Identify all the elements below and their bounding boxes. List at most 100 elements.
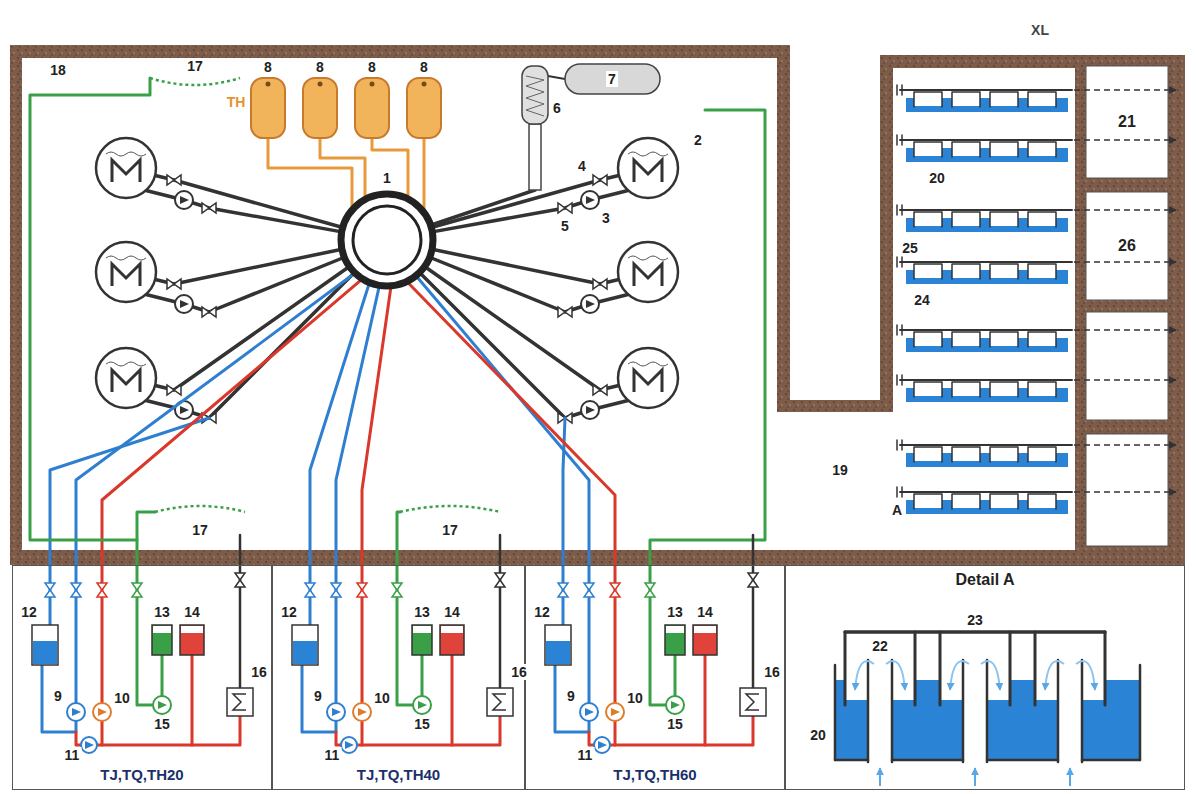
boron-tank (292, 625, 318, 665)
tray-plate (900, 139, 1072, 141)
cap-space (914, 211, 942, 226)
hatch-mark (896, 257, 898, 267)
heat-exchanger-symbol (233, 694, 246, 710)
pump-symbol (81, 737, 97, 753)
valve-symbol (132, 583, 142, 597)
cap-space (990, 211, 1018, 226)
safety-train (407, 110, 766, 753)
pump-arrow (98, 708, 107, 716)
pump-arrow (180, 300, 189, 308)
cap-space (914, 263, 942, 278)
tray-cap (952, 382, 980, 397)
flow-arrow (1045, 661, 1064, 690)
hatch-mark (901, 257, 903, 267)
tray-cap (914, 382, 942, 397)
safety-train (30, 78, 362, 753)
injection-pipe (416, 276, 589, 703)
steam-generator-water (628, 152, 668, 156)
hatch-mark (896, 135, 898, 145)
pump-arrow (180, 406, 189, 414)
tray-cap (990, 332, 1018, 347)
spray-pipe (650, 110, 765, 705)
cap-space (1028, 331, 1056, 346)
spray-tank (412, 625, 432, 655)
cap-space (952, 331, 980, 346)
injection-pipe (102, 279, 362, 703)
callout-number: 15 (665, 716, 685, 732)
valve-symbol (167, 385, 181, 395)
callout-number: 13 (412, 604, 432, 620)
side-room (1086, 434, 1168, 546)
hatch-mark (901, 205, 903, 215)
hot-leg (149, 249, 342, 284)
pump-arrow (585, 708, 594, 716)
condenser-tray (897, 440, 1176, 467)
side-room (1086, 66, 1168, 178)
callout-number: 11 (63, 747, 82, 763)
pump-symbol (413, 696, 431, 714)
tray-plate (900, 329, 1072, 331)
cap-wall (1009, 632, 1012, 705)
suction-pipe (674, 655, 677, 696)
condenser-tray (897, 487, 1176, 514)
node-label: TJ,TQ,TH20 (100, 766, 183, 783)
callout-number: 8 (314, 59, 326, 75)
pump-symbol (581, 295, 599, 313)
tank-top (413, 626, 431, 633)
pump-arrow (418, 701, 427, 709)
cap-space (914, 381, 942, 396)
pump-symbol (353, 703, 371, 721)
tray-cap (990, 92, 1018, 107)
hatch-mark (896, 205, 898, 215)
tray-plate (900, 261, 1072, 263)
tray-plate (900, 491, 1072, 493)
pump-symbol (594, 737, 610, 753)
pump-arrow (586, 300, 595, 308)
valve-symbol (97, 583, 107, 597)
flow-arrow (974, 768, 976, 786)
flow-arrow (855, 661, 874, 690)
cap-wall (939, 632, 942, 705)
cap-space (952, 211, 980, 226)
air-flow-line (1074, 139, 1176, 141)
pump-symbol (580, 703, 598, 721)
safety-train-room: TJ,TQ,TH20 (12, 565, 272, 790)
steam-generator (96, 348, 156, 408)
tray-cap (914, 264, 942, 279)
chimney-wall (891, 660, 894, 762)
tray-cap (952, 142, 980, 157)
cooling-pipe (239, 535, 242, 688)
tray-cap (990, 142, 1018, 157)
chimney (868, 660, 892, 761)
building-label: XL (1029, 22, 1051, 38)
hot-leg (149, 174, 343, 228)
cap-plate (845, 630, 1105, 634)
tray-cap (952, 332, 980, 347)
cap-space (1028, 91, 1056, 106)
tray-cap (1028, 92, 1056, 107)
suction-pipe (421, 655, 424, 696)
hatch-mark (901, 325, 903, 335)
air-flow-line (1074, 329, 1176, 331)
steam-generator (618, 348, 678, 408)
pump-symbol (93, 703, 111, 721)
chimney (1058, 660, 1082, 761)
boron-tank (440, 625, 464, 655)
valve-symbol (167, 279, 181, 289)
steam-generator (618, 242, 678, 302)
boron-tank (32, 625, 58, 665)
accumulator-pipe (372, 138, 408, 199)
pump-symbol (581, 401, 599, 419)
cap-space (952, 493, 980, 508)
air-flow-line (1074, 444, 1176, 446)
hot-leg (431, 174, 625, 228)
hot-leg (149, 266, 349, 390)
tray-cap (990, 494, 1018, 509)
suction-pipe (589, 655, 705, 745)
hatch-mark (896, 85, 898, 95)
heat-exchanger-symbol (493, 694, 506, 710)
cap-space (1028, 141, 1056, 156)
tray-bottom (835, 759, 868, 762)
condenser-tray (897, 375, 1176, 402)
